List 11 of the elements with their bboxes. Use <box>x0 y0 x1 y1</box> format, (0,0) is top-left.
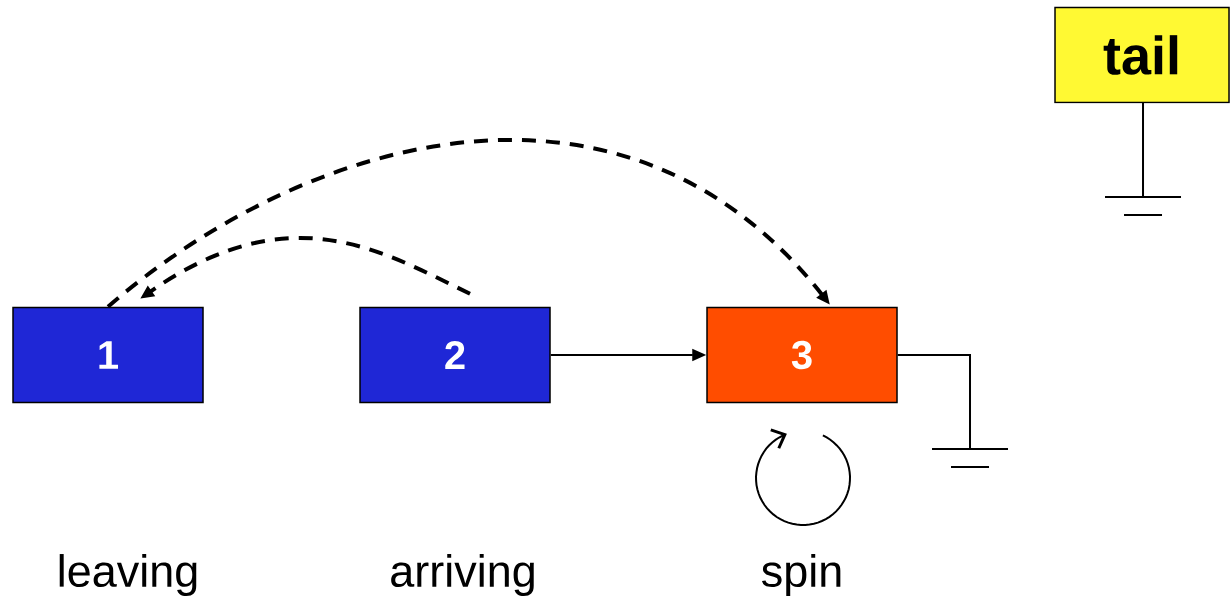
ground-symbol <box>931 448 1009 468</box>
ground-symbol <box>1104 196 1182 216</box>
connector-line <box>1141 102 1144 198</box>
numbered-box: 3 <box>706 306 898 404</box>
label-box: tail <box>1054 6 1230 104</box>
node-label: leaving <box>59 554 197 596</box>
connector-line <box>896 354 971 450</box>
node-label: arriving <box>391 554 534 596</box>
node-label: spin <box>762 554 841 596</box>
numbered-box: 1 <box>12 306 204 404</box>
numbered-box: 2 <box>359 306 551 404</box>
